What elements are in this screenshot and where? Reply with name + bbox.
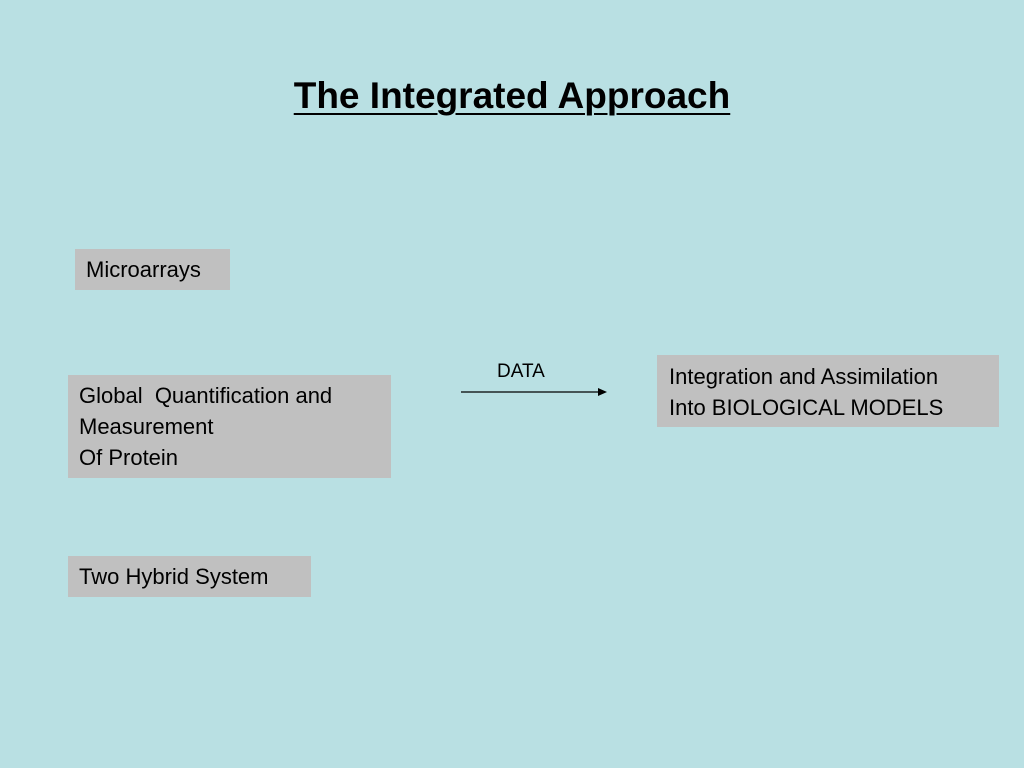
- data-arrow-label: DATA: [497, 361, 545, 382]
- protein-box-line-2: Measurement: [79, 414, 214, 439]
- protein-box-line-1: Global Quantification and: [79, 383, 333, 408]
- microarrays-box: Microarrays: [75, 249, 230, 290]
- slide-title: The Integrated Approach: [0, 74, 1024, 118]
- integration-box-line-2: Into BIOLOGICAL MODELS: [669, 395, 944, 420]
- two-hybrid-box: Two Hybrid System: [68, 556, 311, 597]
- two-hybrid-label: Two Hybrid System: [79, 564, 269, 589]
- microarrays-label: Microarrays: [86, 257, 201, 282]
- data-arrow: [461, 388, 607, 396]
- data-arrow-head: [598, 388, 607, 396]
- protein-box-line-3: Of Protein: [79, 445, 179, 470]
- integration-box-line-1: Integration and Assimilation: [669, 364, 939, 389]
- protein-quantification-box: Global Quantification and Measurement Of…: [68, 375, 391, 478]
- slide-title-text: The Integrated Approach: [293, 75, 731, 116]
- integration-box: Integration and Assimilation Into BIOLOG…: [657, 355, 999, 427]
